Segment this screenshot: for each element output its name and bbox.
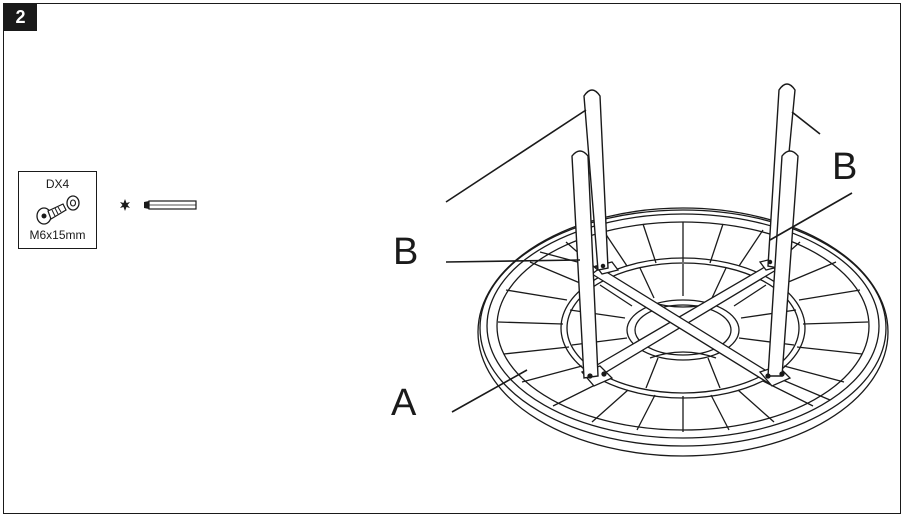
- leader-b-right-upper: [791, 111, 821, 135]
- callout-b-left: B: [393, 231, 419, 273]
- table-top-slats-outer: [497, 222, 869, 432]
- plate-screws: [587, 259, 785, 379]
- middle-ring: [560, 257, 806, 399]
- cross-frame: [539, 251, 831, 401]
- step-number-badge: 2: [4, 4, 37, 31]
- hardware-quantity: DX4: [45, 177, 70, 191]
- leg-back-left: [583, 89, 609, 271]
- leg-front-left: [571, 150, 599, 379]
- table-legs: [571, 83, 799, 379]
- leader-a: [451, 369, 528, 413]
- leader-b-left-upper: [445, 109, 587, 203]
- leg-front-right: [767, 150, 799, 377]
- torx-screwdriver-icon: [120, 199, 197, 211]
- leader-b-right-lower: [769, 192, 853, 241]
- bolt-with-washer-icon: [36, 195, 80, 225]
- callout-a: A: [391, 382, 417, 424]
- hardware-box: DX4 M6x15mm: [18, 171, 97, 249]
- callout-b-right: B: [832, 146, 858, 188]
- hardware-size: M6x15mm: [29, 228, 86, 242]
- step-frame: [3, 3, 901, 514]
- leader-b-left-lower: [445, 259, 581, 263]
